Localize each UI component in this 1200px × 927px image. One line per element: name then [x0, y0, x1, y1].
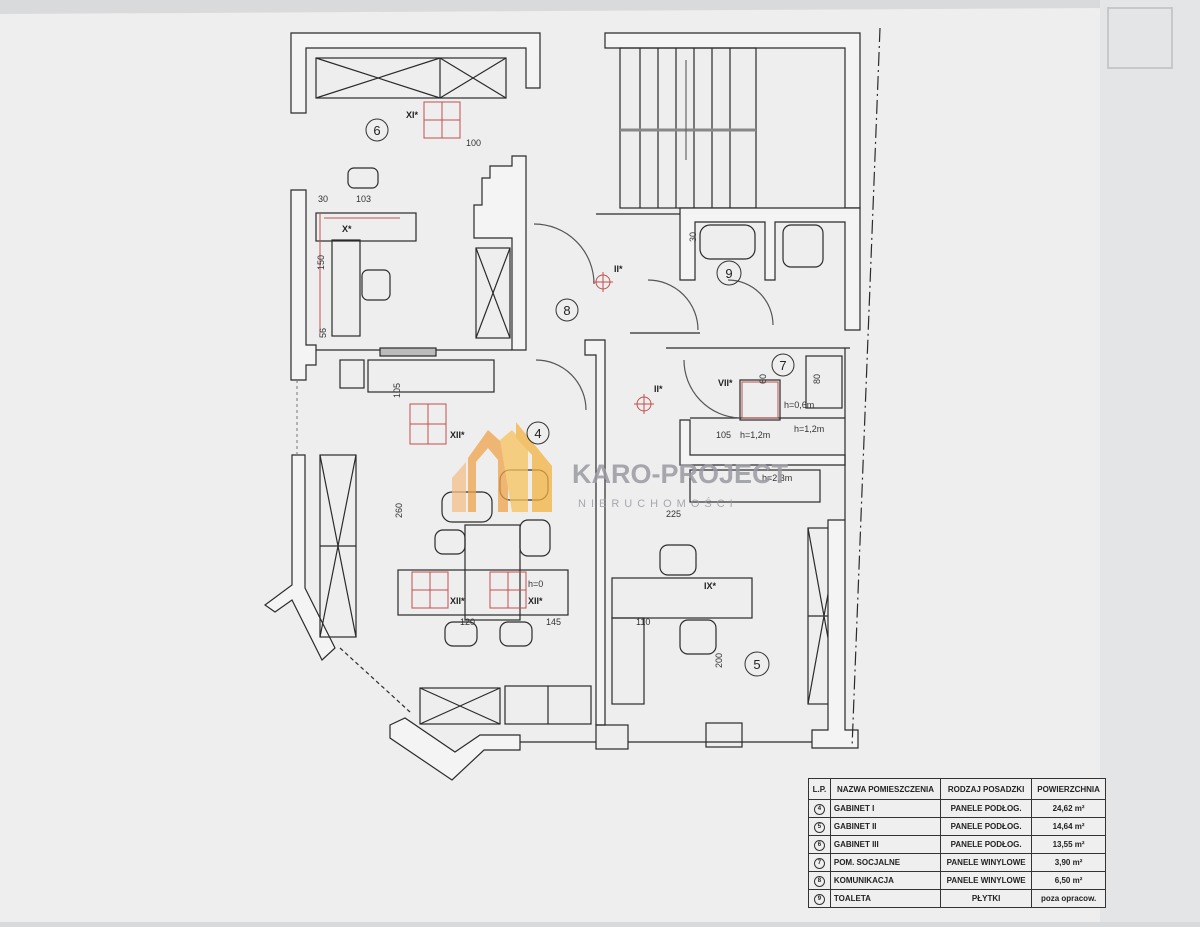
legend-area: 24,62 m²: [1031, 799, 1106, 819]
label-xi: XI*: [406, 110, 419, 120]
legend-no: 4: [813, 803, 825, 815]
dim-120: 120: [460, 617, 475, 627]
dim-145: 145: [546, 617, 561, 627]
legend-floor: PANELE PODŁOG.: [940, 799, 1033, 819]
dim-100: 100: [466, 138, 481, 148]
room-number-8: 8: [555, 298, 579, 322]
legend-floor: PANELE WINYLOWE: [940, 871, 1033, 890]
legend-room-name: GABINET III: [829, 835, 942, 855]
legend-no: 6: [813, 839, 825, 851]
dim-105b: 105: [716, 430, 731, 440]
legend-no: 9: [813, 893, 825, 905]
wall-room4-left: [263, 454, 336, 661]
legend-area: 3,90 m²: [1031, 853, 1106, 873]
room-8-label: 8: [563, 303, 570, 318]
legend-header-floor: RODZAJ POSADZKI: [940, 777, 1033, 801]
label-h06: h=0,6m: [784, 400, 814, 410]
room-number-6: 6: [365, 118, 389, 142]
wall-room6: [290, 32, 541, 114]
room-9-label: 9: [725, 266, 732, 281]
wall-room5-right: [811, 519, 859, 749]
legend-no: 5: [813, 821, 825, 833]
dim-80: 80: [812, 374, 822, 384]
label-xii-b: XII*: [450, 596, 465, 606]
label-h12a: h=1,2m: [740, 430, 770, 440]
legend-room-name: KOMUNIKACJA: [829, 871, 942, 890]
wall-room6-left: [290, 189, 317, 381]
legend-floor: PANELE WINYLOWE: [940, 853, 1033, 873]
dim-60: 60: [758, 374, 768, 384]
label-ix: IX*: [704, 581, 717, 591]
room-5-label: 5: [753, 657, 760, 672]
label-ii-b: II*: [654, 384, 663, 394]
dim-56: 56: [318, 328, 328, 338]
label-vii: VII*: [718, 378, 733, 388]
legend-floor: PANELE PODŁOG.: [940, 835, 1033, 855]
legend-row: 5 GABINET II PANELE PODŁOG. 14,64 m²: [808, 817, 1106, 837]
legend-header-area: POWIERZCHNIA: [1031, 777, 1106, 801]
legend-row: 8 KOMUNIKACJA PANELE WINYLOWE 6,50 m²: [808, 871, 1106, 890]
legend-floor: PŁYTKI: [940, 889, 1033, 908]
legend-area: 13,55 m²: [1031, 835, 1106, 855]
label-x: X*: [342, 224, 352, 234]
watermark-subtitle: NIERUCHOMOŚCI: [578, 498, 738, 510]
label-h23: h=2,3m: [762, 473, 792, 483]
label-ii-a: II*: [614, 264, 623, 274]
room-6-label: 6: [373, 123, 380, 138]
dim-225: 225: [666, 509, 681, 519]
room-4-label: 4: [534, 426, 541, 441]
legend-row: 7 POM. SOCJALNE PANELE WINYLOWE 3,90 m²: [808, 853, 1106, 873]
legend-area: 14,64 m²: [1031, 817, 1106, 837]
wall-room6-right: [473, 155, 527, 351]
legend-area: poza opracow.: [1031, 889, 1106, 908]
room-number-5: 5: [744, 651, 770, 677]
legend-header-row: L.P. NAZWA POMIESZCZENIA RODZAJ POSADZKI…: [808, 777, 1106, 801]
legend-floor: PANELE PODŁOG.: [940, 817, 1033, 837]
legend-row: 6 GABINET III PANELE PODŁOG. 13,55 m²: [808, 835, 1106, 855]
label-xii-c: XII*: [528, 596, 543, 606]
room-number-4: 4: [526, 421, 550, 445]
legend-header-no: L.P.: [808, 777, 831, 801]
room-number-9: 9: [716, 260, 742, 286]
legend-room-name: POM. SOCJALNE: [829, 853, 942, 873]
legend-row: 9 TOALETA PŁYTKI poza opracow.: [808, 889, 1106, 908]
dim-103: 103: [356, 194, 371, 204]
label-h0: h=0: [528, 579, 543, 589]
room-number-7: 7: [771, 353, 795, 377]
legend-row: 4 GABINET I PANELE PODŁOG. 24,62 m²: [808, 799, 1106, 819]
dim-110: 110: [636, 617, 650, 627]
dim-260: 260: [394, 503, 404, 518]
watermark-logo: [452, 422, 552, 512]
room-7-label: 7: [779, 358, 786, 373]
legend-area: 6,50 m²: [1031, 871, 1106, 890]
dim-105a: 105: [392, 383, 402, 398]
label-h12b: h=1,2m: [794, 424, 824, 434]
dim-150: 150: [316, 255, 326, 270]
watermark-name: KARO-PROJECT: [572, 459, 789, 489]
room-legend-table: L.P. NAZWA POMIESZCZENIA RODZAJ POSADZKI…: [808, 777, 1106, 908]
dim-30b: 30: [688, 232, 698, 242]
legend-no: 7: [813, 857, 825, 869]
legend-room-name: TOALETA: [829, 889, 942, 908]
legend-room-name: GABINET II: [829, 817, 942, 837]
legend-room-name: GABINET I: [829, 799, 942, 819]
wall-room9: [679, 207, 861, 331]
legend-header-name: NAZWA POMIESZCZENIA: [829, 777, 942, 801]
dim-30a: 30: [318, 194, 328, 204]
dim-200: 200: [714, 653, 724, 668]
legend-no: 8: [813, 875, 825, 887]
label-xii-a: XII*: [450, 430, 465, 440]
